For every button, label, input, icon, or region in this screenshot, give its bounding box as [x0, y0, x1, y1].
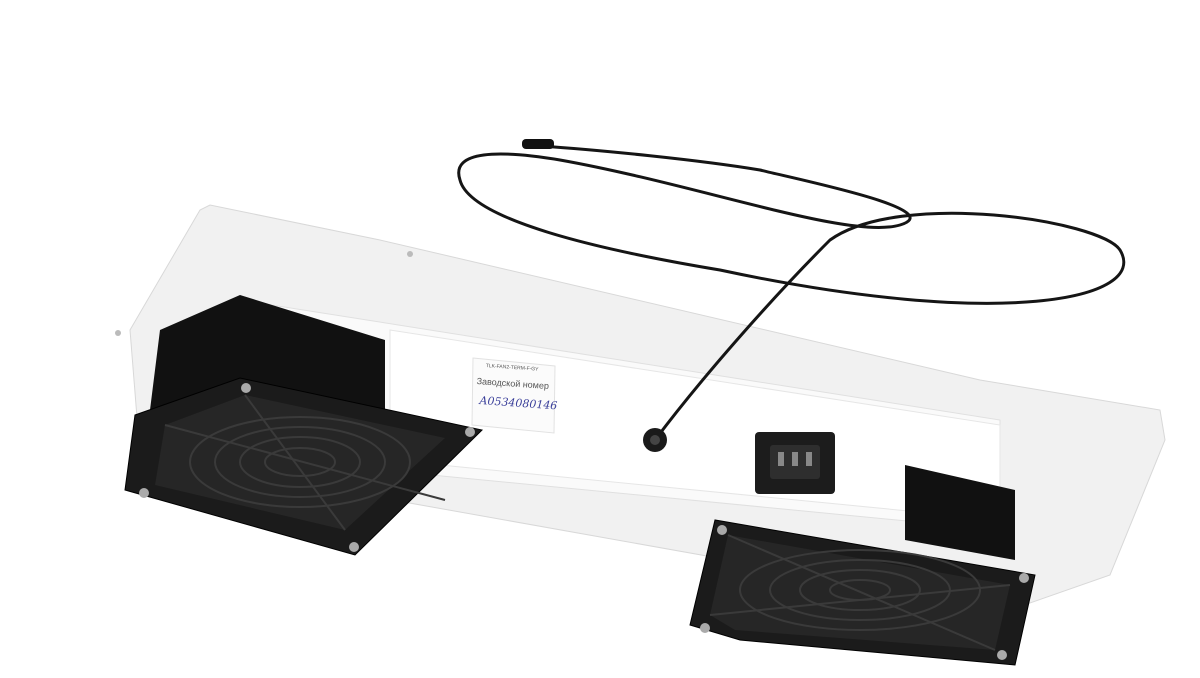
- thermo-sensor-cable: [457, 144, 1126, 441]
- iec-power-inlet: [755, 432, 835, 494]
- serial-label: [471, 357, 556, 434]
- fan-right: [689, 465, 1036, 666]
- mount-hole: [115, 330, 121, 336]
- temperature-sensor: [522, 139, 554, 149]
- mount-hole: [407, 251, 413, 257]
- fan-left: [124, 295, 484, 556]
